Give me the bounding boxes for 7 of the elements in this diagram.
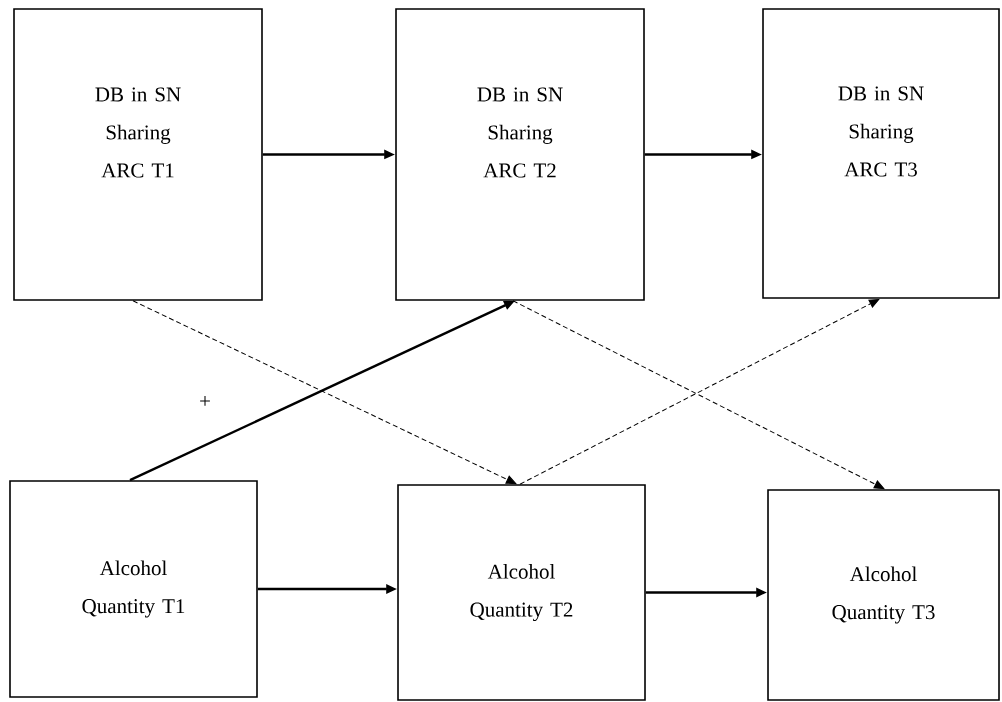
box: Alcohol Quantity T3 bbox=[767, 489, 1000, 701]
box: Alcohol Quantity T2 bbox=[397, 484, 646, 701]
box: Alcohol Quantity T1 bbox=[9, 480, 258, 698]
box: DB in SN Sharing ARC T2 bbox=[395, 8, 645, 301]
box: DB in SN Sharing ARC T3 bbox=[762, 8, 1000, 299]
plus-sign: + bbox=[200, 396, 210, 406]
box: DB in SN Sharing ARC T1 bbox=[13, 8, 263, 301]
